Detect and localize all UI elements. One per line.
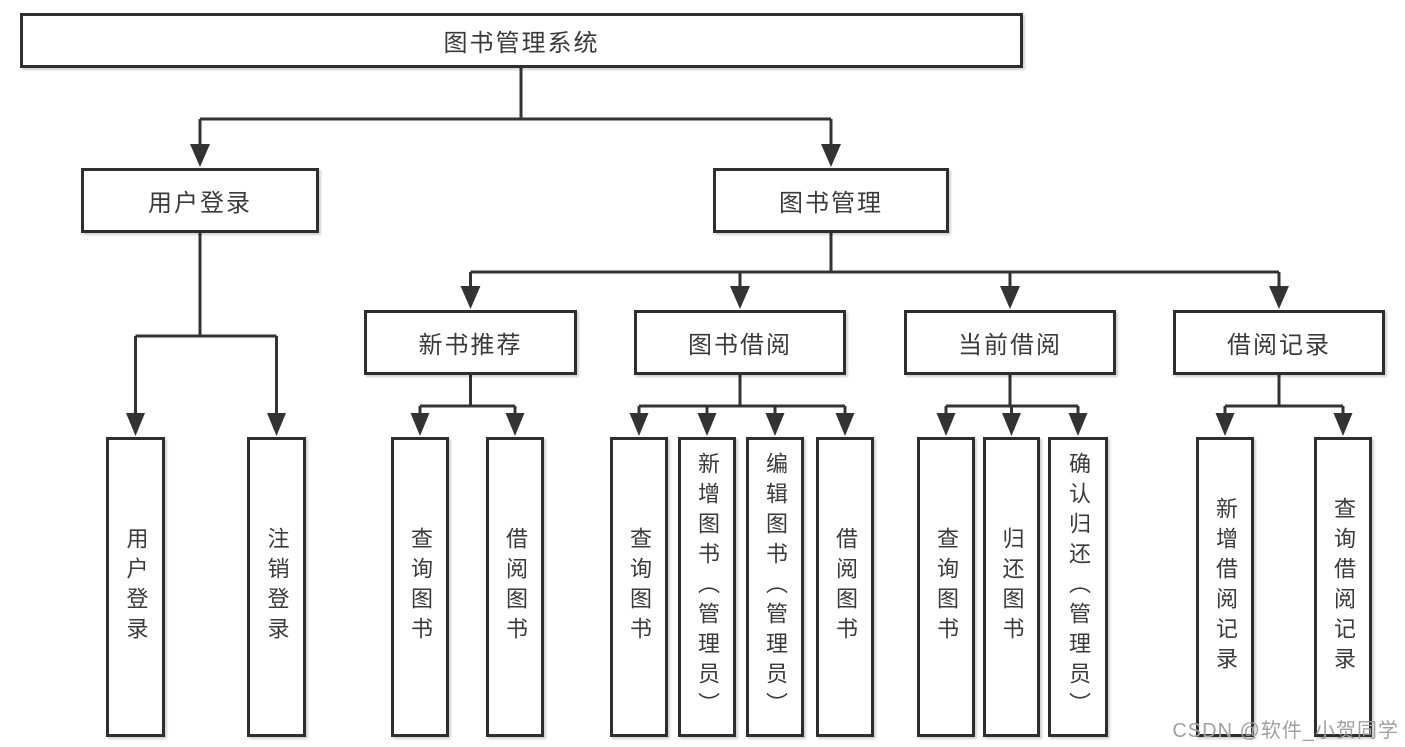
arrow-to-borrow-records (1269, 286, 1289, 309)
arrow-to-new-book-recommend (460, 286, 481, 309)
arrow-to-leaf-confirm-return-admin (1068, 413, 1088, 436)
leaf-query-books-2: 查询图书 (610, 437, 668, 737)
connector-user-login-to-leaves (134, 233, 278, 415)
node-borrow-records: 借阅记录 (1173, 310, 1385, 375)
leaf-return-books-label: 归还图书 (999, 527, 1025, 647)
watermark: CSDN @软件_小贺同学 (1172, 720, 1399, 742)
arrow-to-leaf-user-login (126, 413, 145, 436)
leaf-borrow-books-2: 借阅图书 (816, 437, 874, 737)
leaf-query-borrow-record: 查询借阅记录 (1314, 437, 1372, 737)
leaf-add-book-admin: 新增图书（管理员） (678, 437, 736, 737)
arrow-to-book-borrow (730, 286, 750, 309)
leaf-query-books-1: 查询图书 (391, 437, 449, 737)
leaf-edit-book-admin-label: 编辑图书（管理员） (763, 452, 788, 722)
arrow-to-leaf-edit-book-admin (765, 413, 785, 436)
leaf-logout: 注销登录 (247, 437, 306, 737)
connector-book-management-to-level3 (469, 233, 1281, 288)
connector-current-borrow-to-leaves (944, 375, 1080, 414)
arrow-to-leaf-add-borrow-record (1215, 413, 1235, 436)
leaf-confirm-return-admin: 确认归还（管理员） (1048, 437, 1108, 737)
node-user-login-label: 用户登录 (148, 190, 252, 217)
node-book-management: 图书管理 (713, 168, 949, 233)
arrow-to-leaf-add-book-admin (697, 413, 717, 436)
leaf-borrow-books-1: 借阅图书 (486, 437, 544, 737)
leaf-logout-label: 注销登录 (264, 527, 290, 647)
leaf-borrow-books-1-label: 借阅图书 (503, 527, 528, 647)
node-new-book-recommend-label: 新书推荐 (418, 332, 523, 359)
leaf-add-book-admin-label: 新增图书（管理员） (695, 452, 720, 722)
arrow-to-leaf-logout (267, 413, 286, 436)
leaf-query-books-3-label: 查询图书 (934, 527, 959, 647)
node-book-borrow-label: 图书借阅 (688, 332, 792, 359)
connector-new-book-recommend-to-leaves (418, 375, 517, 414)
leaf-user-login: 用户登录 (106, 437, 165, 737)
arrowheads (126, 144, 1353, 436)
node-book-management-label: 图书管理 (779, 190, 883, 217)
connector-borrow-records-to-leaves (1223, 375, 1345, 414)
node-borrow-records-label: 借阅记录 (1227, 332, 1331, 359)
leaf-borrow-books-2-label: 借阅图书 (833, 527, 858, 647)
leaf-query-books-3: 查询图书 (917, 437, 975, 737)
leaf-user-login-label: 用户登录 (123, 527, 149, 647)
leaf-query-books-1-label: 查询图书 (408, 527, 433, 647)
leaf-query-books-2-label: 查询图书 (627, 527, 652, 647)
node-user-login: 用户登录 (81, 168, 319, 233)
arrow-to-leaf-return-books (1002, 413, 1021, 436)
leaf-edit-book-admin: 编辑图书（管理员） (746, 437, 804, 737)
arrow-to-leaf-query-books-1 (410, 413, 430, 436)
arrow-to-book-management (821, 144, 841, 167)
arrow-to-leaf-query-books-3 (936, 413, 956, 436)
connector-root-to-level2 (198, 68, 833, 146)
arrow-to-user-login (190, 144, 210, 167)
leaf-add-borrow-record: 新增借阅记录 (1196, 437, 1254, 737)
leaf-return-books: 归还图书 (983, 437, 1040, 737)
node-root: 图书管理系统 (20, 13, 1023, 68)
arrow-to-leaf-borrow-books-1 (505, 413, 525, 436)
node-root-label: 图书管理系统 (443, 30, 600, 57)
node-new-book-recommend: 新书推荐 (364, 310, 577, 375)
arrow-to-current-borrow (1000, 286, 1020, 309)
leaf-confirm-return-admin-label: 确认归还（管理员） (1066, 452, 1091, 722)
leaf-query-borrow-record-label: 查询借阅记录 (1331, 497, 1356, 677)
node-current-borrow: 当前借阅 (904, 310, 1116, 375)
leaf-add-borrow-record-label: 新增借阅记录 (1213, 497, 1238, 677)
connector-book-borrow-to-leaves (637, 375, 847, 414)
arrow-to-leaf-query-books-2 (629, 413, 649, 436)
arrow-to-leaf-borrow-books-2 (835, 413, 855, 436)
node-current-borrow-label: 当前借阅 (958, 332, 1062, 359)
node-book-borrow: 图书借阅 (634, 310, 846, 375)
arrow-to-leaf-query-borrow-record (1333, 413, 1353, 436)
